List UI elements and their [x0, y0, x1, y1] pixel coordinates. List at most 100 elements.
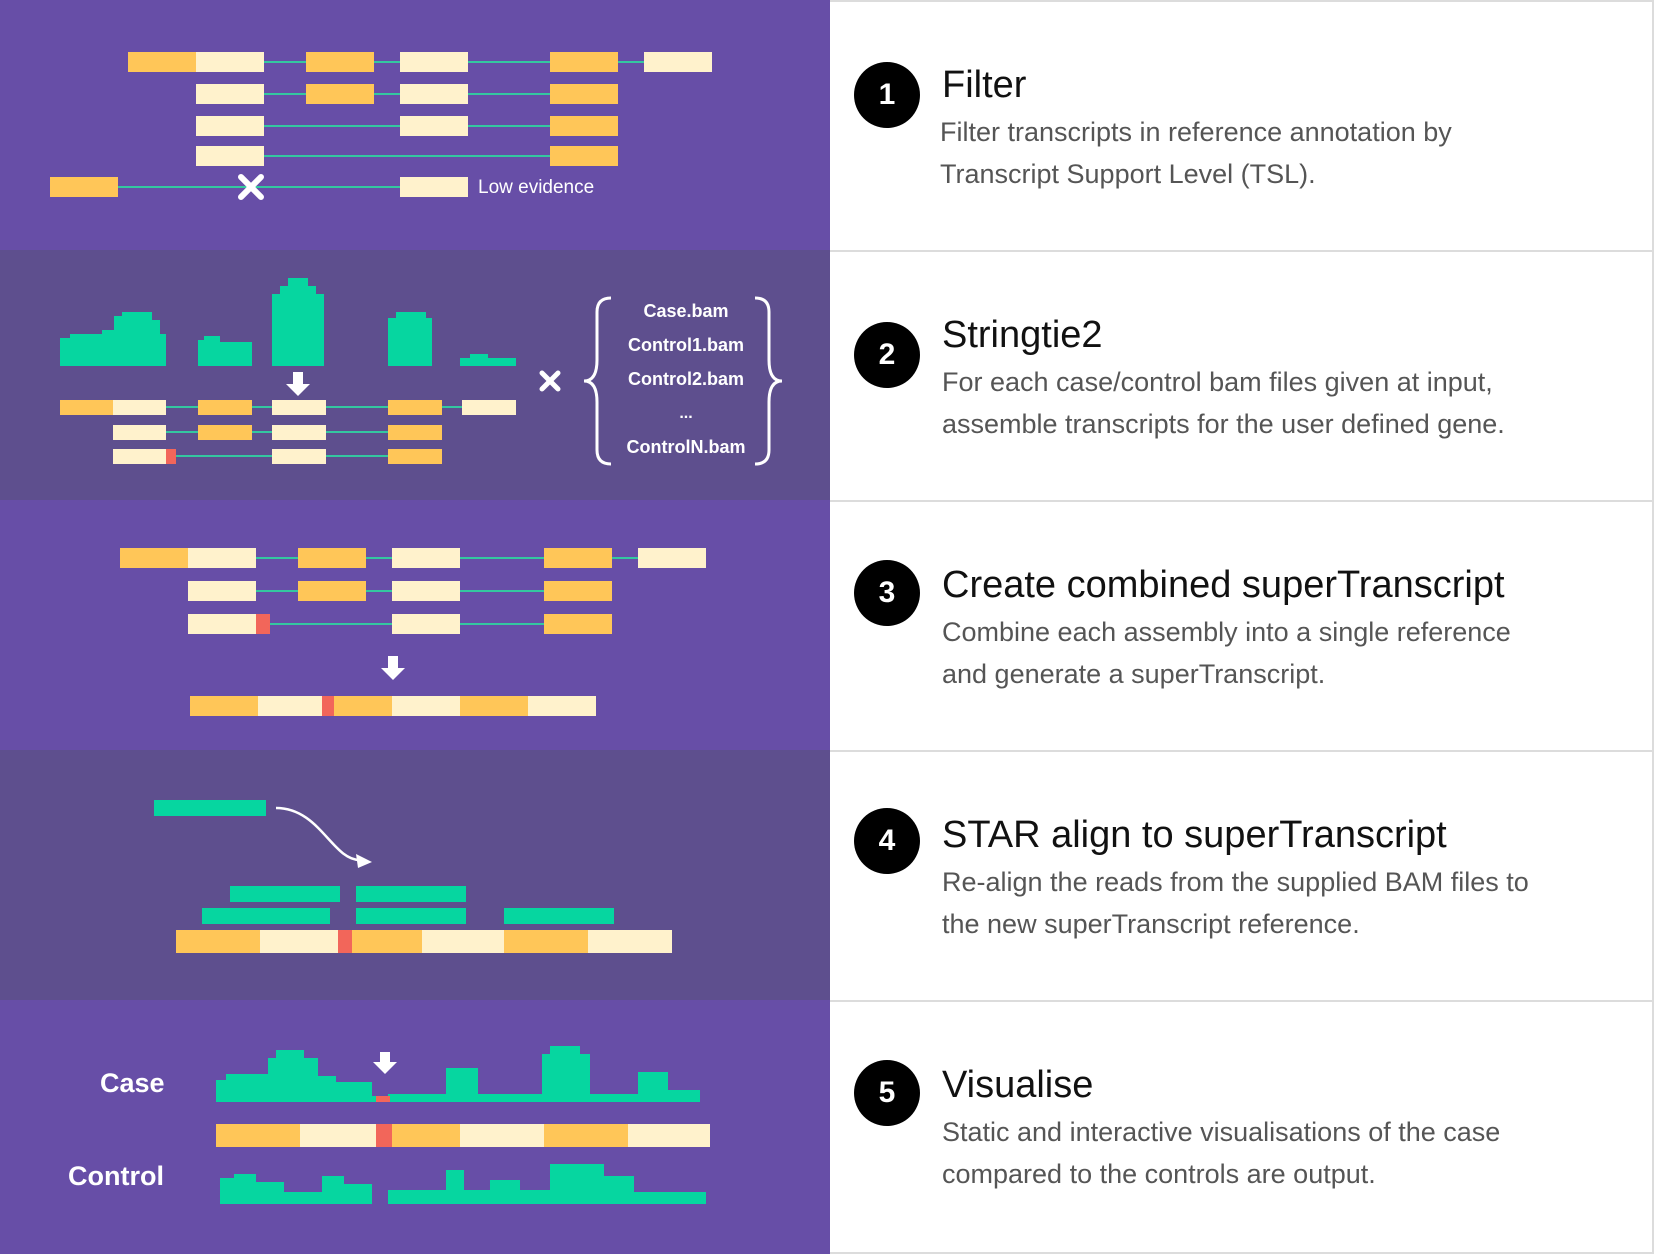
exon: [306, 84, 374, 104]
step-number-badge: 3: [854, 560, 920, 626]
control-coverage-track: [388, 1164, 706, 1204]
exon: [544, 548, 612, 568]
step-description: Combine each assembly into a single refe…: [942, 611, 1632, 695]
step-description-line: Combine each assembly into a single refe…: [942, 617, 1511, 647]
step-description-line: compared to the controls are output.: [942, 1159, 1376, 1189]
coverage-track: [60, 312, 166, 366]
exon: [120, 548, 188, 568]
exon: [196, 84, 264, 104]
step-title: Stringtie2: [942, 314, 1103, 356]
bam-file-label: Case.bam: [643, 301, 728, 321]
supertranscript-bar: [190, 696, 596, 716]
right-brace-icon: [754, 296, 783, 466]
multiply-icon: [539, 370, 561, 392]
step-description-line: assemble transcripts for the user define…: [942, 409, 1505, 439]
exon: [298, 581, 366, 601]
exon: [544, 581, 612, 601]
step-number-badge: 5: [854, 1060, 920, 1126]
exon: [388, 449, 442, 464]
remove-x-icon: [238, 174, 264, 200]
bam-file-label: Control1.bam: [628, 335, 744, 355]
visualise-diagram: Case Control: [0, 1000, 830, 1254]
exon: [188, 614, 256, 634]
step-description: Filter transcripts in reference annotati…: [940, 111, 1630, 195]
exon: [638, 548, 706, 568]
case-coverage-track: [216, 1050, 388, 1102]
case-coverage-track: [388, 1046, 700, 1102]
step-description: Re-align the reads from the supplied BAM…: [942, 861, 1632, 945]
exon: [188, 581, 256, 601]
exon: [272, 425, 326, 440]
down-arrow-icon: [373, 1052, 397, 1074]
step-4: 4 STAR align to superTranscript Re-align…: [830, 750, 1654, 1000]
exon: [462, 400, 516, 415]
read: [154, 800, 266, 816]
stringtie2-diagram: Case.bam Control1.bam Control2.bam ... C…: [0, 250, 830, 500]
curved-arrow-icon: [275, 806, 372, 868]
read: [230, 886, 340, 902]
panel-star-align: [0, 750, 830, 1000]
panel-stringtie2: Case.bam Control1.bam Control2.bam ... C…: [0, 250, 830, 500]
step-title: Visualise: [942, 1064, 1094, 1106]
exon: [113, 425, 166, 440]
exon: [400, 177, 468, 197]
table-bottom-border: [830, 1252, 1654, 1254]
exon: [550, 52, 618, 72]
step-description: For each case/control bam files given at…: [942, 361, 1632, 445]
coverage-track: [460, 354, 516, 366]
exon: [392, 581, 460, 601]
step-1: 1 Filter Filter transcripts in reference…: [830, 0, 1654, 250]
exon: [392, 548, 460, 568]
exon: [388, 425, 442, 440]
exon: [400, 116, 468, 136]
exon: [113, 400, 166, 415]
exon: [198, 400, 252, 415]
filter-diagram: Low evidence: [0, 0, 830, 250]
exon: [128, 52, 196, 72]
supertranscript-diagram: [0, 500, 830, 750]
down-arrow-icon: [286, 372, 310, 396]
step-description-line: and generate a superTranscript.: [942, 659, 1326, 689]
exon: [298, 548, 366, 568]
left-brace-icon: [583, 296, 612, 466]
exon: [196, 116, 264, 136]
exon: [550, 146, 618, 166]
control-label: Control: [68, 1161, 164, 1191]
step-number-badge: 1: [854, 62, 920, 128]
exon: [113, 449, 166, 464]
exon: [388, 400, 442, 415]
exon: [196, 52, 264, 72]
exon: [60, 400, 113, 415]
step-5: 5 Visualise Static and interactive visua…: [830, 1000, 1654, 1254]
read: [356, 908, 466, 924]
exon: [400, 84, 468, 104]
step-2: 2 Stringtie2 For each case/control bam f…: [830, 250, 1654, 500]
exon: [550, 84, 618, 104]
control-coverage-track: [220, 1174, 372, 1204]
step-description-line: Filter transcripts in reference annotati…: [940, 117, 1452, 147]
exon: [188, 548, 256, 568]
read: [504, 908, 614, 924]
case-label: Case: [100, 1068, 165, 1098]
panel-visualise: Case Control: [0, 1000, 830, 1254]
step-description-line: the new superTranscript reference.: [942, 909, 1360, 939]
low-evidence-label: Low evidence: [478, 177, 594, 198]
step-number-badge: 2: [854, 322, 920, 388]
panel-filter: Low evidence: [0, 0, 830, 250]
exon: [550, 116, 618, 136]
variant-marker: [166, 449, 176, 464]
exon: [392, 614, 460, 634]
supertranscript-bar: [216, 1124, 710, 1147]
bam-file-label: ControlN.bam: [627, 437, 746, 457]
bam-file-ellipsis: ...: [679, 405, 692, 422]
read: [202, 908, 330, 924]
step-description-line: For each case/control bam files given at…: [942, 367, 1493, 397]
exon: [306, 52, 374, 72]
down-arrow-icon: [381, 656, 405, 680]
step-title: Filter: [942, 64, 1027, 106]
exon: [400, 52, 468, 72]
step-description-line: Static and interactive visualisations of…: [942, 1117, 1501, 1147]
exon: [272, 400, 326, 415]
exon: [544, 614, 612, 634]
coverage-track: [388, 312, 432, 366]
